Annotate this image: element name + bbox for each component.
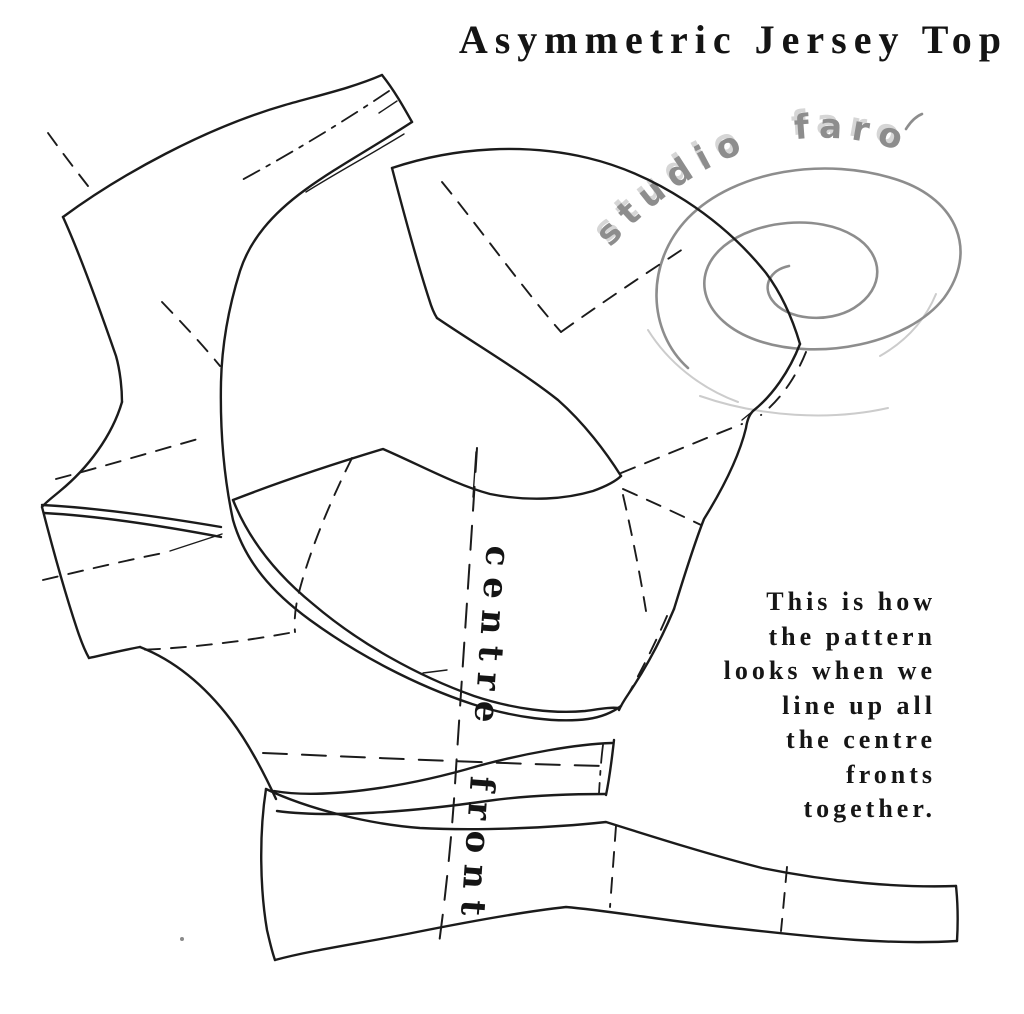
spiral-icon: [655, 167, 962, 370]
panel-seam-dash: [622, 494, 647, 612]
right-seam-dash: [760, 351, 807, 416]
hem-band-bottom-edge: [273, 905, 959, 962]
wedge-seam-dash: [441, 181, 562, 333]
main-panel-top-arc: [390, 147, 802, 346]
sleeve-top-edge: [61, 73, 384, 219]
midleft-piece-left-edge: [40, 400, 124, 509]
ink-speck: [180, 937, 184, 941]
tip-seam-dash: [628, 615, 668, 694]
armhole-notch-tick: [741, 410, 754, 421]
hem-band-seam-dash: [609, 825, 617, 908]
logo-spiral-group: studio faro studio faro: [585, 102, 962, 417]
main-panel-tip-curve: [617, 607, 676, 712]
waist-strip-bottom: [275, 792, 607, 816]
lowerleft-piece-side-curve: [138, 645, 278, 801]
princess-seam-dash: [293, 457, 353, 633]
waist-strip-right-end: [604, 738, 616, 797]
lowerleft-piece-left-edge: [40, 505, 91, 660]
lowerleft-piece-bottom-edge: [87, 645, 142, 660]
waist-strip-fold-dash: [262, 752, 604, 767]
hem-band-left-edge: [260, 787, 277, 962]
princess-seam-dash: [138, 632, 290, 651]
pattern-pieces: [40, 73, 959, 962]
annotation-text: This is how the pattern looks when we li…: [724, 585, 936, 827]
dart-leg-dash: [620, 423, 743, 474]
waist-strip-end-dashdot: [598, 744, 604, 794]
annotation-line: fronts: [846, 759, 936, 789]
annotation-line: together.: [803, 794, 936, 823]
midleft-grain-dash: [55, 436, 206, 480]
hem-band-top-edge: [264, 787, 958, 888]
shoulder-strip-lower: [42, 511, 223, 539]
dart-leg-dash: [622, 488, 702, 526]
hem-band-right-edge: [954, 884, 959, 943]
annotation-line: the pattern: [768, 621, 936, 651]
annotation-line: This is how: [766, 587, 936, 616]
spiral-echo-arc: [647, 329, 739, 403]
spiral-echo-arc: [879, 293, 937, 357]
panel-grain-dash: [560, 244, 690, 333]
spiral-echo-arc: [699, 395, 889, 417]
neckband-fold-line: [239, 90, 390, 182]
neck-wedge-lower-edge: [435, 316, 623, 478]
midleft-grain-dash: [161, 301, 221, 367]
midleft-grain-dash: [42, 551, 169, 581]
main-panel-right-edge: [672, 342, 802, 611]
hem-band-seam-dash: [780, 866, 788, 932]
sleeve-bottom-edge: [61, 215, 124, 404]
page-title: Asymmetric Jersey Top: [458, 17, 1008, 62]
annotation-line: the centre: [786, 725, 936, 754]
neck-wedge-upper-edge: [390, 166, 439, 320]
neckband-end-edge: [380, 73, 414, 124]
waist-strip-top: [272, 741, 614, 795]
annotation-line: looks when we: [723, 656, 936, 685]
logo-accent-stroke: [904, 112, 924, 131]
cf-tick-mark: [422, 669, 448, 674]
main-panel-sweep-edge: [219, 120, 623, 722]
shoulder-strip-upper: [40, 503, 223, 529]
sleeve-grain-dash: [47, 132, 89, 187]
mid-panel-top-edge: [231, 447, 623, 502]
mid-panel-hem-curve: [231, 498, 620, 714]
fold-line-tick: [378, 100, 398, 114]
neckband-inner-line: [305, 133, 405, 193]
strip-grain-solid: [169, 533, 223, 552]
centre-front-line: [437, 447, 478, 952]
centre-front-label: centre front: [451, 544, 518, 928]
annotation-line: line up all: [782, 690, 936, 720]
